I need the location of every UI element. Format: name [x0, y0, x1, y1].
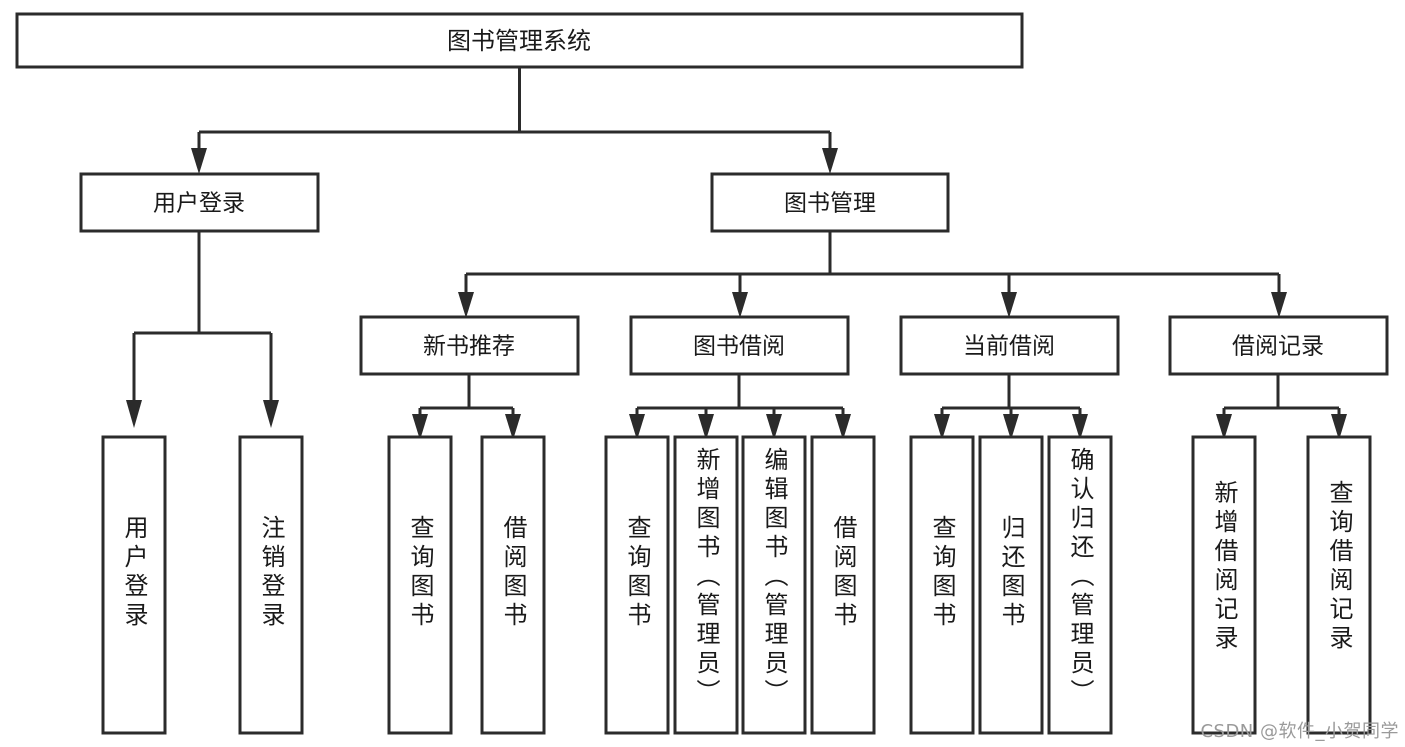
leaf-box-edit-book[interactable] [741, 435, 807, 735]
arrow-leaf-logout [263, 400, 279, 428]
arrow-to-book-borrow [732, 292, 748, 318]
node-current-borrow[interactable]: 当前借阅 [899, 315, 1120, 376]
leaf-box-logout[interactable] [238, 435, 304, 735]
node-book-manage-box[interactable] [710, 172, 950, 233]
leaf-box-user-login[interactable] [101, 435, 167, 735]
arrow-leaf-confirm-return [1072, 414, 1088, 440]
node-book-borrow[interactable]: 图书借阅 [629, 315, 850, 376]
leaf-box-borrow-book-1[interactable] [480, 435, 546, 735]
leaf-box-add-book[interactable] [673, 435, 739, 735]
arrow-leaf-add-record [1216, 414, 1232, 440]
node-root-box[interactable] [15, 12, 1024, 69]
arrow-to-book-manage [822, 148, 838, 174]
leaf-box-query-book-1[interactable] [387, 435, 453, 735]
leaf-box-query-book-2[interactable] [604, 435, 670, 735]
arrow-to-borrow-record [1271, 292, 1287, 318]
node-new-book-recommend[interactable]: 新书推荐 [359, 315, 580, 376]
node-borrow-record-label: 借阅记录 [1232, 334, 1324, 360]
arrow-to-user-login [191, 148, 207, 174]
arrow-leaf-borrow-book-2 [835, 414, 851, 440]
leaf-box-borrow-book-2[interactable] [810, 435, 876, 735]
leaf-box-confirm-return[interactable] [1047, 435, 1113, 735]
arrow-leaf-query-book-3 [934, 414, 950, 440]
csdn-watermark: CSDN @软件_小贺同学 [1200, 721, 1399, 742]
leaf-box-query-book-3[interactable] [909, 435, 975, 735]
leaf-box-add-record[interactable] [1191, 435, 1257, 735]
arrow-leaf-return-book [1003, 414, 1019, 440]
arrow-leaf-query-book-2 [629, 414, 645, 440]
node-user-login[interactable]: 用户登录 [79, 172, 320, 233]
arrow-leaf-user-login [126, 400, 142, 428]
node-root-label: 图书管理系统 [447, 27, 591, 55]
node-borrow-record[interactable]: 借阅记录 [1168, 315, 1389, 376]
node-borrow-record-box[interactable] [1168, 315, 1389, 376]
arrow-to-current-borrow [1001, 292, 1017, 318]
arrow-leaf-borrow-book-1 [505, 414, 521, 440]
leaf-box-return-book[interactable] [978, 435, 1044, 735]
leaf-box-query-record[interactable] [1306, 435, 1372, 735]
node-current-borrow-box[interactable] [899, 315, 1120, 376]
edge-group [126, 67, 1347, 440]
arrow-leaf-query-record [1331, 414, 1347, 440]
node-user-login-box[interactable] [79, 172, 320, 233]
node-book-borrow-box[interactable] [629, 315, 850, 376]
node-new-book-recommend-label: 新书推荐 [423, 334, 515, 360]
node-book-borrow-label: 图书借阅 [693, 334, 785, 360]
node-book-manage-label: 图书管理 [784, 191, 876, 217]
node-user-login-label: 用户登录 [153, 191, 245, 217]
arrow-to-new-book-recommend [458, 292, 474, 318]
arrow-leaf-query-book-1 [412, 414, 428, 440]
node-new-book-recommend-box[interactable] [359, 315, 580, 376]
node-root[interactable]: 图书管理系统 [15, 12, 1024, 69]
node-book-manage[interactable]: 图书管理 [710, 172, 950, 233]
arrow-leaf-add-book [698, 414, 714, 440]
node-current-borrow-label: 当前借阅 [963, 334, 1055, 360]
arrow-leaf-edit-book [766, 414, 782, 440]
